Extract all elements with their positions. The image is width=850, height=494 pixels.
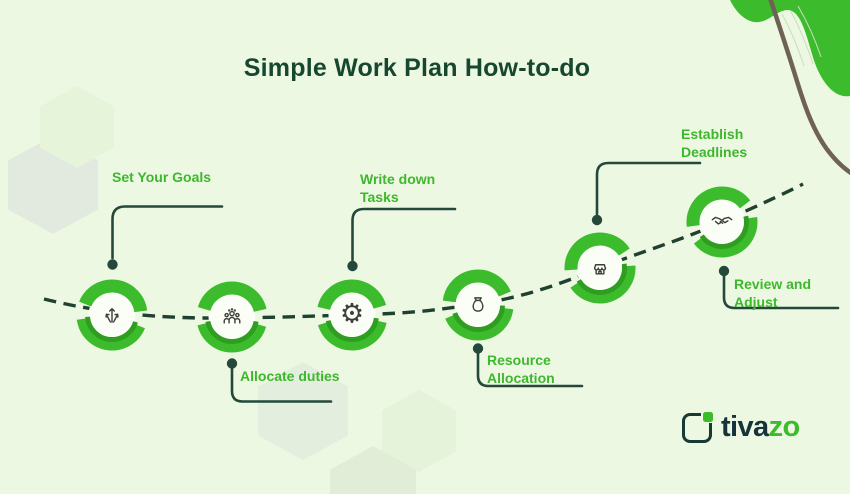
- page-title: Simple Work Plan How-to-do: [243, 54, 591, 82]
- step-label-allocate-duties: Allocate duties: [240, 368, 340, 384]
- step-badge-set-your-goals: [72, 275, 152, 355]
- step-label-resource-allocation: Resource Allocation: [487, 352, 555, 386]
- corner-decoration: [730, 0, 850, 176]
- connector-establish-deadlines: [595, 161, 702, 216]
- step-ring: [196, 281, 268, 353]
- logo-text-accent: zo: [768, 411, 801, 443]
- team-icon: [223, 308, 241, 324]
- storefront-icon: [593, 264, 607, 275]
- step-ring: [76, 279, 148, 351]
- tivazo-logo-text: tivazo: [721, 411, 800, 444]
- connector-dot: [107, 259, 118, 270]
- connector-dot: [472, 343, 484, 354]
- hexagon-decoration: [258, 362, 348, 460]
- step-label-establish-deadlines: Establish Deadlines: [681, 126, 748, 160]
- connector-review-and-adjust: [722, 274, 840, 310]
- step-ring: [316, 279, 388, 351]
- step-badge-allocate-duties: [192, 277, 272, 357]
- connector-allocate-duties: [230, 366, 333, 403]
- connector-dot: [226, 358, 238, 369]
- step-label-write-down-tasks: Write down Tasks: [360, 171, 436, 205]
- connector-dot: [591, 214, 603, 226]
- handshake-icon: [711, 216, 733, 225]
- gear-icon: ⚙: [339, 298, 365, 330]
- step-ring: [442, 269, 514, 341]
- logo-text-dark: tiva: [721, 411, 769, 443]
- step-badge-write-down-tasks: ⚙: [312, 275, 392, 355]
- connector-set-your-goals: [111, 205, 224, 260]
- money-bag-icon: [472, 297, 484, 312]
- step-ring: [686, 186, 758, 258]
- logo-notch: [703, 411, 713, 422]
- corner-stripe: [781, 13, 805, 67]
- step-label-review-and-adjust: Review and Adjust: [734, 276, 812, 310]
- step-badge-resource-allocation: [438, 265, 518, 345]
- step-badge-establish-deadlines: [560, 228, 640, 308]
- step-badge-review-and-adjust: [682, 182, 762, 262]
- connector-write-down-tasks: [351, 207, 457, 262]
- corner-stripe: [797, 5, 822, 58]
- tivazo-logo: tivazo: [682, 409, 800, 444]
- connector-resource-allocation: [476, 351, 584, 388]
- corner-green-blob: [730, 0, 850, 97]
- growth-arrows-icon: [105, 307, 119, 324]
- connector-dot: [347, 260, 358, 272]
- corner-brown-curve: [768, 0, 850, 176]
- step-ring: [564, 232, 636, 304]
- step-label-set-your-goals: Set Your Goals: [112, 169, 212, 185]
- connector-dot: [718, 265, 730, 277]
- tivazo-logo-icon: [682, 409, 715, 443]
- corner-stripe: [789, 9, 814, 65]
